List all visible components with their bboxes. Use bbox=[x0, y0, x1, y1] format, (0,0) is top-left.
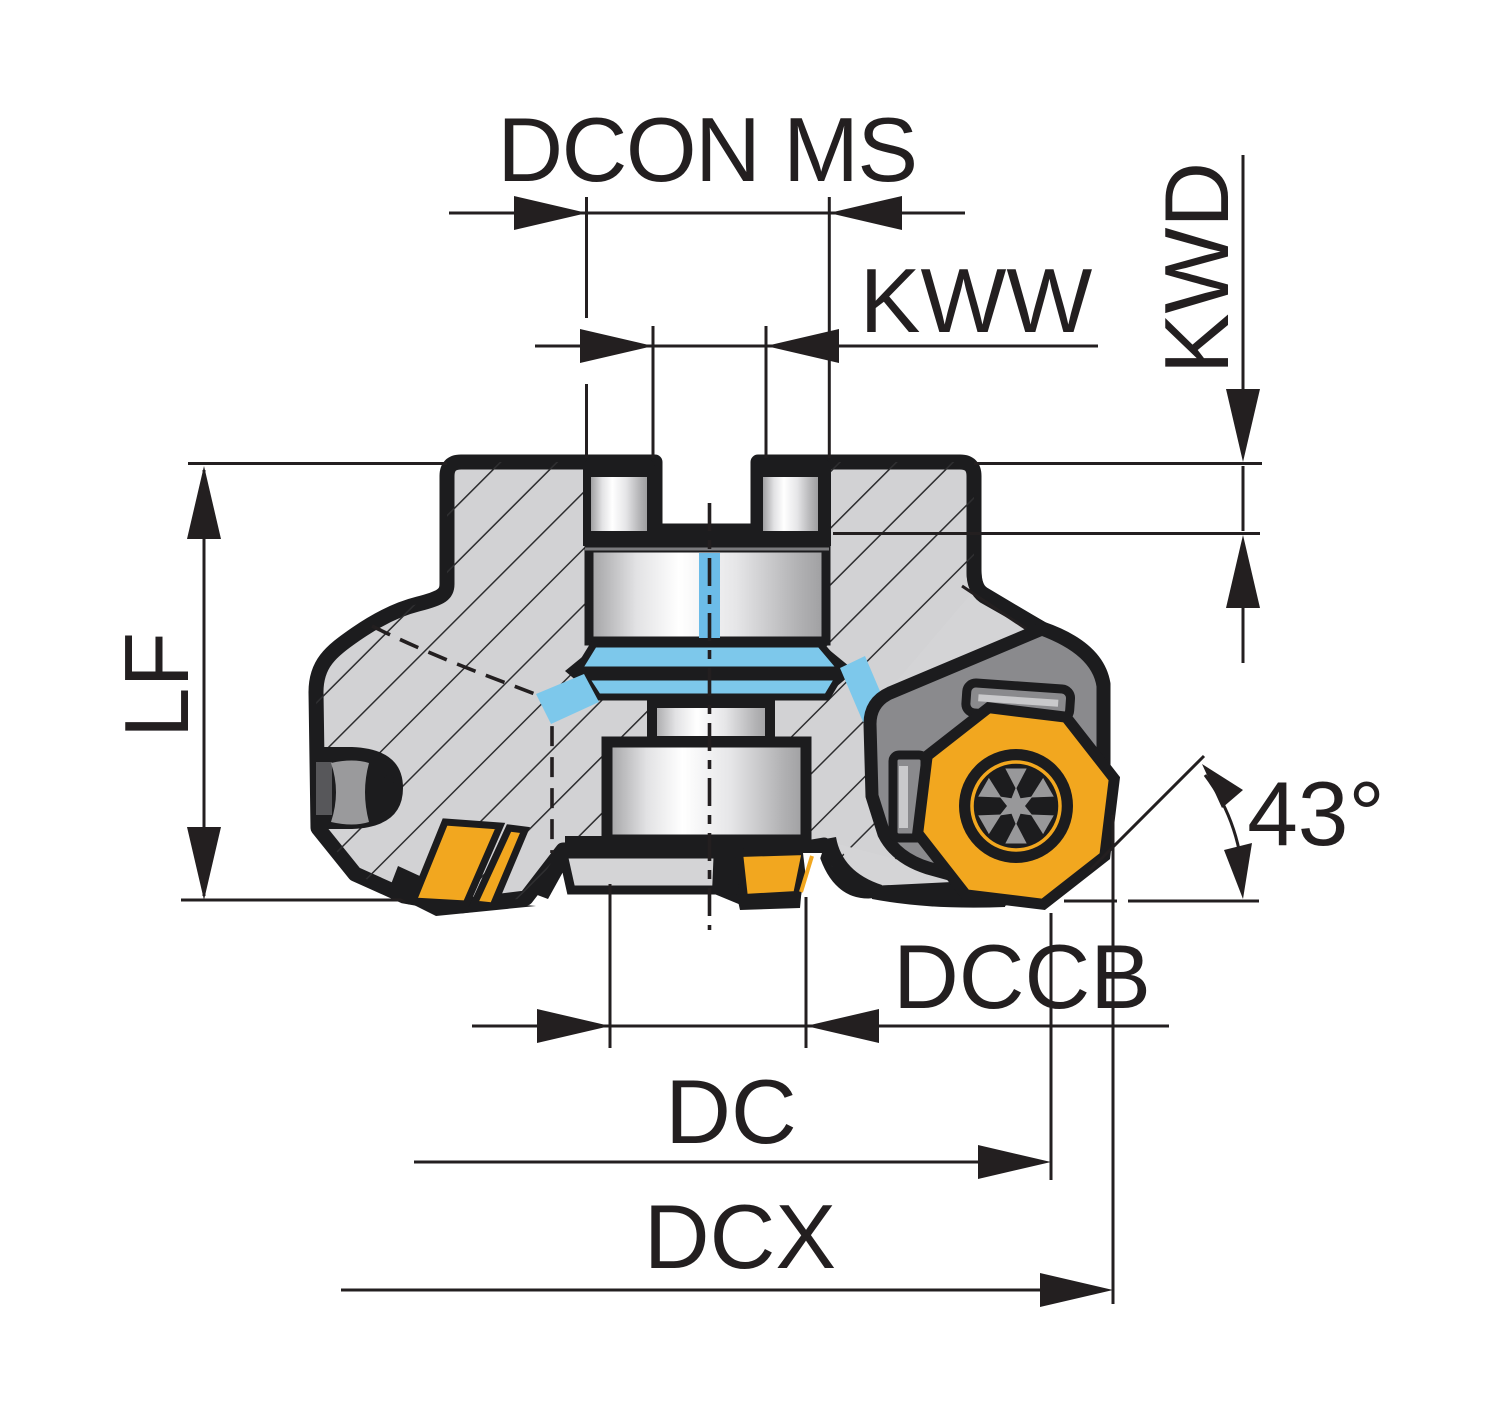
svg-text:LF: LF bbox=[107, 632, 208, 738]
svg-text:KWW: KWW bbox=[860, 251, 1093, 352]
svg-text:43°: 43° bbox=[1247, 764, 1385, 865]
svg-text:DCON MS: DCON MS bbox=[497, 100, 916, 201]
svg-text:DCX: DCX bbox=[644, 1187, 836, 1288]
svg-text:DCCB: DCCB bbox=[893, 927, 1151, 1028]
svg-text:KWD: KWD bbox=[1147, 162, 1248, 374]
svg-text:DC: DC bbox=[665, 1062, 796, 1163]
